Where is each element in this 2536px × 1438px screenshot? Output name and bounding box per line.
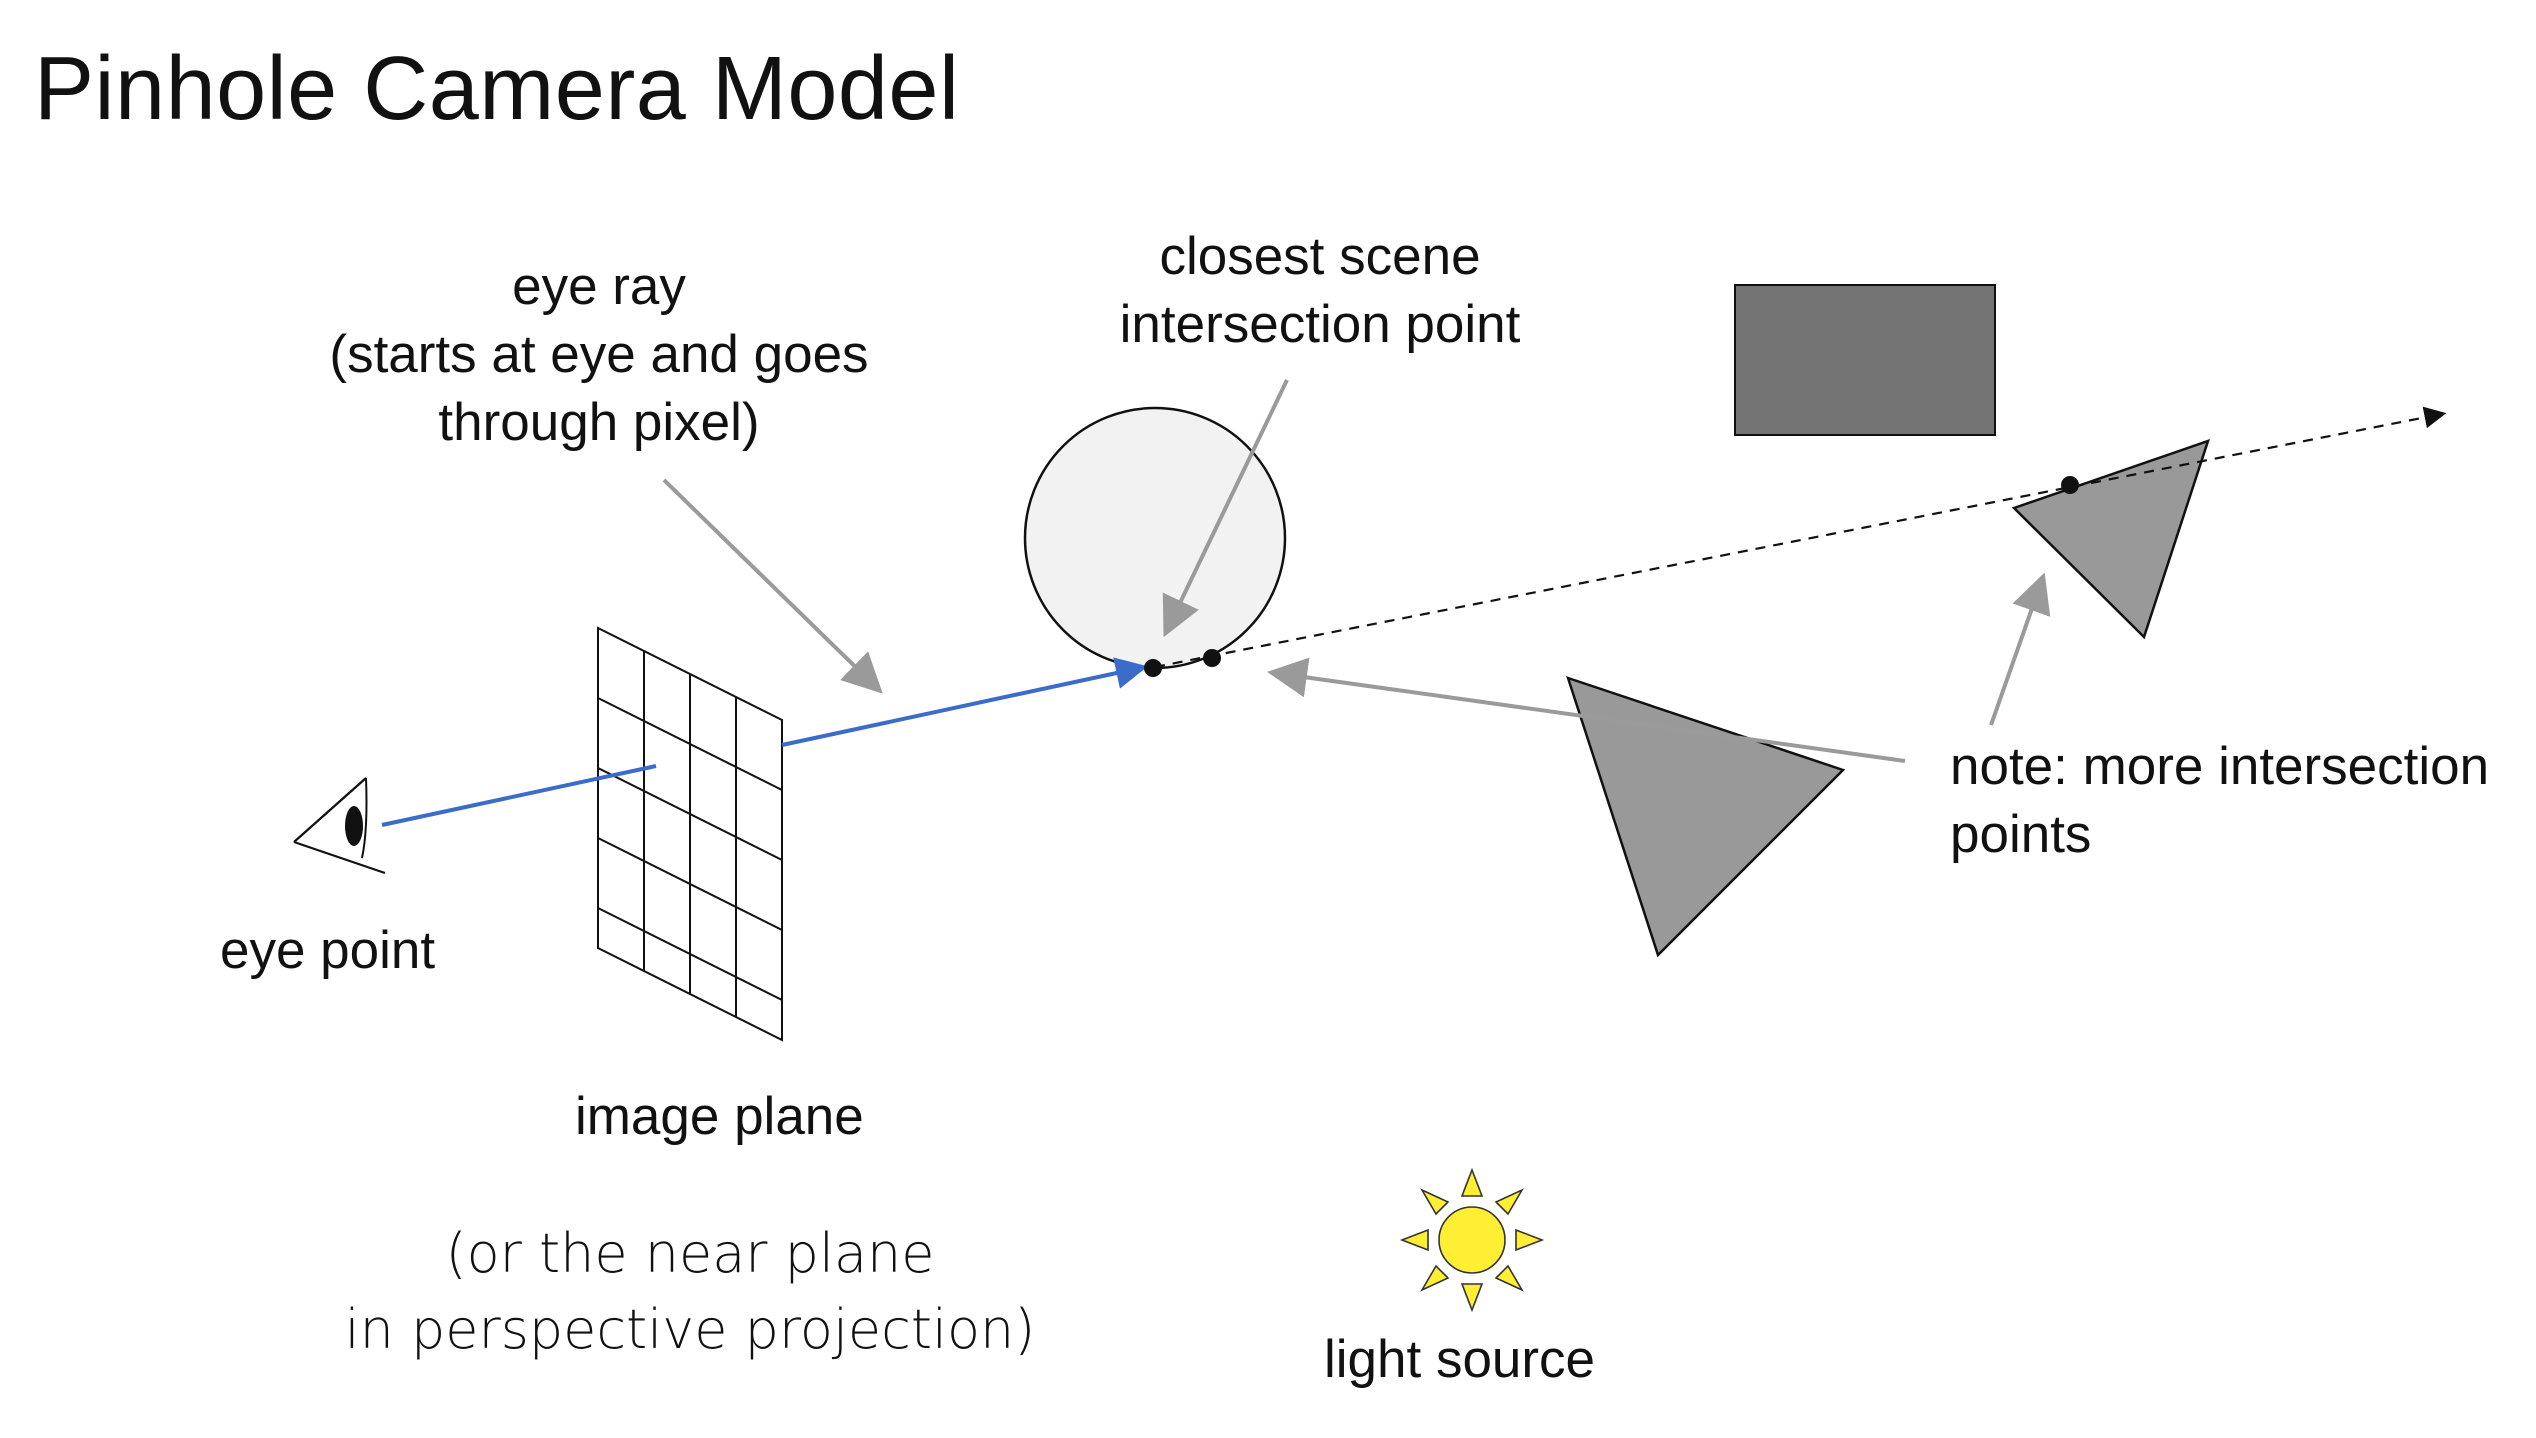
eye-ray-segment-2: [781, 657, 1148, 747]
eye-ray-label-line-1: eye ray: [512, 257, 686, 316]
near-plane-label-line-1: (or the near plane: [445, 1222, 935, 1285]
page-title: Pinhole Camera Model: [34, 39, 960, 139]
closest-point-label-arrow: [1162, 379, 1289, 638]
closest-intersection-label: closest scene intersection point: [1070, 223, 1570, 359]
near-plane-label: (or the near plane in perspective projec…: [300, 1216, 1080, 1368]
image-plane-label: image plane: [575, 1087, 864, 1146]
image-plane-grid: [597, 626, 783, 1042]
eye-ray-label-line-3: through pixel): [438, 393, 760, 452]
light-source-label: light source: [1324, 1330, 1596, 1389]
eye-ray-label-arrow: [662, 478, 883, 694]
scene-triangle-large: [1566, 676, 1846, 958]
scene-triangle-small: [2011, 438, 2210, 640]
intersection-point-closest: [1144, 659, 1162, 677]
scene-sphere: [1023, 406, 1287, 670]
closest-intersection-label-line-2: intersection point: [1119, 295, 1521, 354]
eye-ray-segment-1: [381, 764, 657, 827]
note-label: note: more intersection points: [1950, 733, 2489, 869]
scene-rectangle: [1734, 284, 1996, 436]
eye-ray-label-line-2: (starts at eye and goes: [329, 325, 869, 384]
note-label-line-2: points: [1950, 805, 2092, 864]
near-plane-label-line-2: in perspective projection): [344, 1298, 1036, 1361]
closest-intersection-label-line-1: closest scene: [1159, 227, 1481, 286]
intersection-point-far-sphere: [1203, 649, 1221, 667]
note-arrow-to-sphere: [1267, 657, 1906, 763]
ray-continuation-dashed: [1154, 406, 2447, 669]
intersection-point-triangle: [2061, 476, 2079, 494]
note-label-line-1: note: more intersection: [1950, 737, 2490, 796]
note-arrow-to-triangle: [1989, 572, 2051, 726]
eye-point-label: eye point: [220, 921, 436, 980]
eye-icon: [293, 777, 386, 875]
sun-icon: [1399, 1167, 1545, 1313]
eye-ray-label: eye ray (starts at eye and goes through …: [294, 253, 904, 457]
